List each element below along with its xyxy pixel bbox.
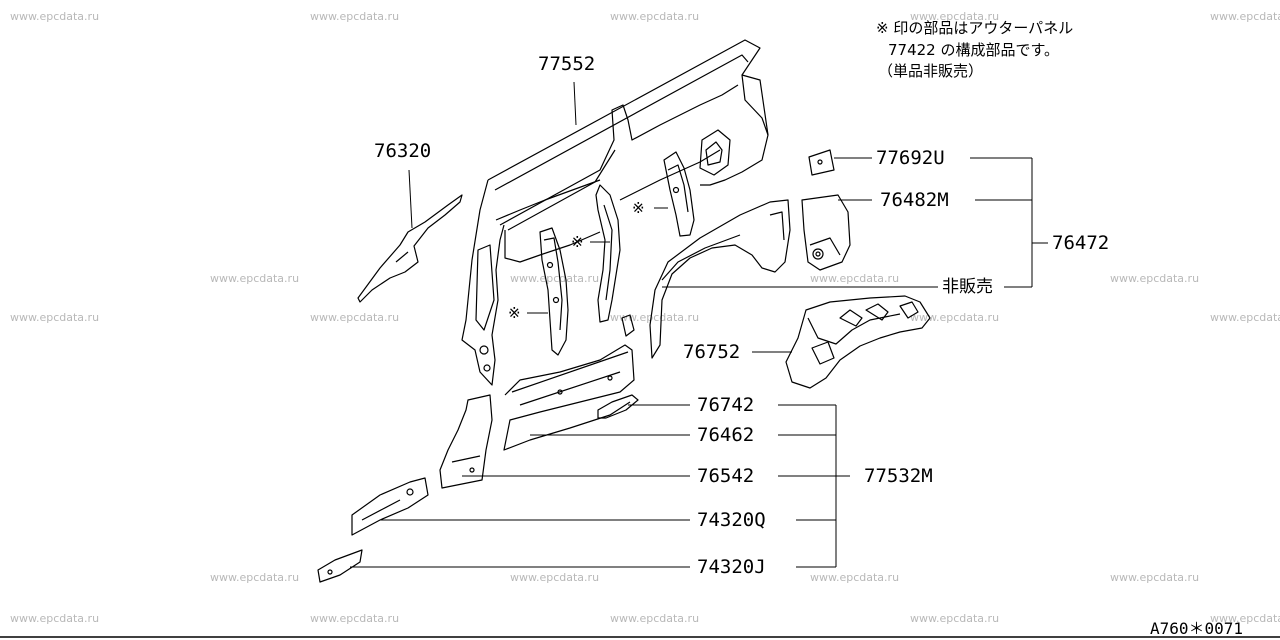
label-76742[interactable]: 76742 xyxy=(697,394,755,416)
watermark-text: www.epcdata.ru xyxy=(510,272,600,285)
note-line-1: ※ 印の部品はアウターパネル xyxy=(876,19,1074,37)
watermark-text: www.epcdata.ru xyxy=(210,272,300,285)
diagram-code: A760＊0071 xyxy=(1150,619,1244,638)
watermark-text: www.epcdata.ru xyxy=(310,612,400,625)
label-76482M[interactable]: 76482M xyxy=(880,189,949,211)
watermark-text: www.epcdata.ru xyxy=(1210,311,1280,324)
label-76542[interactable]: 76542 xyxy=(697,465,755,487)
part-74320Q-drawing xyxy=(351,477,429,536)
watermark-text: www.epcdata.ru xyxy=(510,571,600,584)
watermark-text: www.epcdata.ru xyxy=(10,10,100,23)
label-76462[interactable]: 76462 xyxy=(697,424,755,446)
part-76320-drawing xyxy=(357,194,463,303)
watermark-text: www.epcdata.ru xyxy=(810,272,900,285)
label-77692U[interactable]: 77692U xyxy=(876,147,945,169)
part-77692U-drawing xyxy=(808,149,835,176)
label-not-sold: 非販売 xyxy=(942,277,993,297)
label-74320J[interactable]: 74320J xyxy=(697,556,766,578)
watermark-text: www.epcdata.ru xyxy=(1210,612,1280,625)
leader-lines xyxy=(350,81,1048,568)
watermark-text: www.epcdata.ru xyxy=(610,311,700,324)
label-76752[interactable]: 76752 xyxy=(683,341,741,363)
watermark-text: www.epcdata.ru xyxy=(310,311,400,324)
label-76472[interactable]: 76472 xyxy=(1052,232,1110,254)
note-line-2: 77422 の構成部品です。 xyxy=(888,41,1059,59)
part-76752-drawing xyxy=(785,295,931,389)
label-74320Q[interactable]: 74320Q xyxy=(697,509,766,531)
part-76542-drawing xyxy=(439,394,493,489)
wheel-arch-inner-drawing xyxy=(649,199,791,359)
watermark-text: www.epcdata.ru xyxy=(910,10,1000,23)
part-77532M-drawing xyxy=(503,314,635,451)
inner-reinforcement-drawings xyxy=(539,151,695,356)
mark-asterisk: ※ xyxy=(632,199,645,217)
mark-asterisk: ※ xyxy=(508,304,521,322)
label-77532M[interactable]: 77532M xyxy=(864,465,933,487)
watermark-text: www.epcdata.ru xyxy=(1110,272,1200,285)
watermark-text: www.epcdata.ru xyxy=(610,612,700,625)
watermark-text: www.epcdata.ru xyxy=(910,311,1000,324)
part-77552-drawing xyxy=(461,39,769,386)
watermark-text: www.epcdata.ru xyxy=(1110,571,1200,584)
mark-asterisk: ※ xyxy=(571,233,584,251)
label-76320[interactable]: 76320 xyxy=(374,140,432,162)
label-77552[interactable]: 77552 xyxy=(538,53,596,75)
watermark-text: www.epcdata.ru xyxy=(610,10,700,23)
watermark-text: www.epcdata.ru xyxy=(10,612,100,625)
note-line-3: （単品非販売） xyxy=(878,62,984,80)
watermark-text: www.epcdata.ru xyxy=(210,571,300,584)
part-74320J-drawing xyxy=(317,549,363,583)
watermark-text: www.epcdata.ru xyxy=(910,612,1000,625)
part-76742-drawing xyxy=(597,394,639,419)
watermark-text: www.epcdata.ru xyxy=(1210,10,1280,23)
part-76482M-drawing xyxy=(801,194,851,271)
watermark-text: www.epcdata.ru xyxy=(310,10,400,23)
watermark-text: www.epcdata.ru xyxy=(10,311,100,324)
watermark-text: www.epcdata.ru xyxy=(810,571,900,584)
